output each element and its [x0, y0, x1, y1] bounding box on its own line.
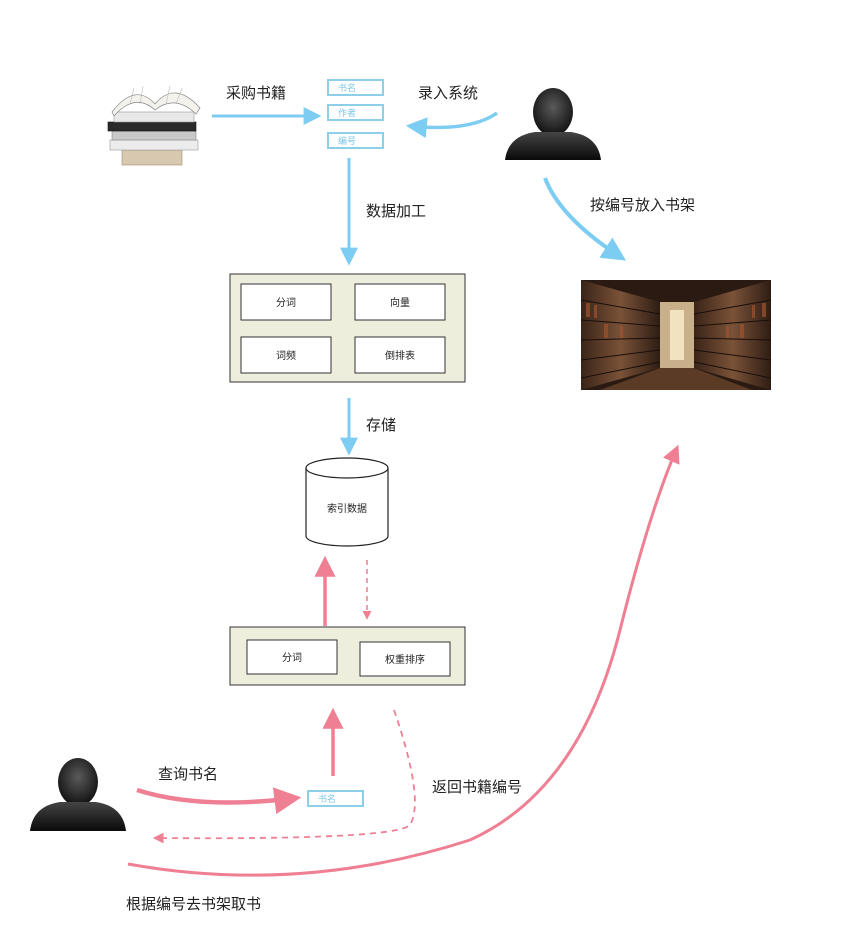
form-field-title: 书名 [338, 82, 356, 94]
query-title-field: 书名 [307, 790, 364, 807]
arrow-return-number [152, 709, 416, 844]
label-data-processing: 数据加工 [366, 202, 426, 220]
cell-inverted-index [354, 336, 446, 374]
label-purchase: 采购书籍 [226, 84, 286, 102]
label-shelve: 按编号放入书架 [590, 196, 695, 214]
cell-vector-label: 向量 [390, 296, 410, 309]
cell-inverted-index-label: 倒排表 [385, 349, 415, 362]
arrow-fetch-book [127, 444, 680, 877]
database-cylinder-icon: 索引数据 [305, 457, 389, 547]
label-query-title: 查询书名 [158, 765, 218, 783]
form-field-number: 编号 [338, 135, 356, 147]
processing-panel: 分词 向量 词频 倒排表 [229, 273, 466, 383]
cell-term-frequency [240, 336, 332, 374]
person-silhouette-icon [505, 88, 601, 160]
cell-tokenize [240, 283, 332, 321]
cell-query-tokenize-label: 分词 [282, 652, 302, 664]
bookshelf-aisle-image [580, 280, 772, 390]
arrow-shelve [543, 177, 627, 261]
cell-vector [354, 283, 446, 321]
cell-tokenize-label: 分词 [276, 297, 296, 309]
book-entry-form: 书名 作者 编号 [327, 79, 384, 149]
cell-weight-sort [359, 641, 451, 677]
label-store: 存储 [366, 416, 396, 434]
cell-weight-sort-label: 权重排序 [385, 653, 425, 666]
index-data-label: 索引数据 [327, 502, 367, 515]
query-field-label: 书名 [318, 793, 336, 805]
cell-query-tokenize [246, 639, 338, 675]
arrow-query-title [136, 787, 302, 815]
arrow-enter-system [405, 111, 499, 139]
label-enter-system: 录入系统 [418, 84, 478, 102]
form-field-box [327, 79, 384, 96]
form-field-author: 作者 [338, 107, 356, 119]
books-stack-image [107, 85, 201, 166]
query-panel: 分词 权重排序 [229, 626, 466, 686]
person-silhouette-icon [30, 758, 126, 831]
label-fetch-book: 根据编号去书架取书 [126, 895, 261, 913]
cell-term-frequency-label: 词频 [276, 349, 296, 362]
label-return-number: 返回书籍编号 [432, 778, 522, 796]
form-field-box [327, 132, 384, 149]
form-field-box [327, 104, 384, 121]
